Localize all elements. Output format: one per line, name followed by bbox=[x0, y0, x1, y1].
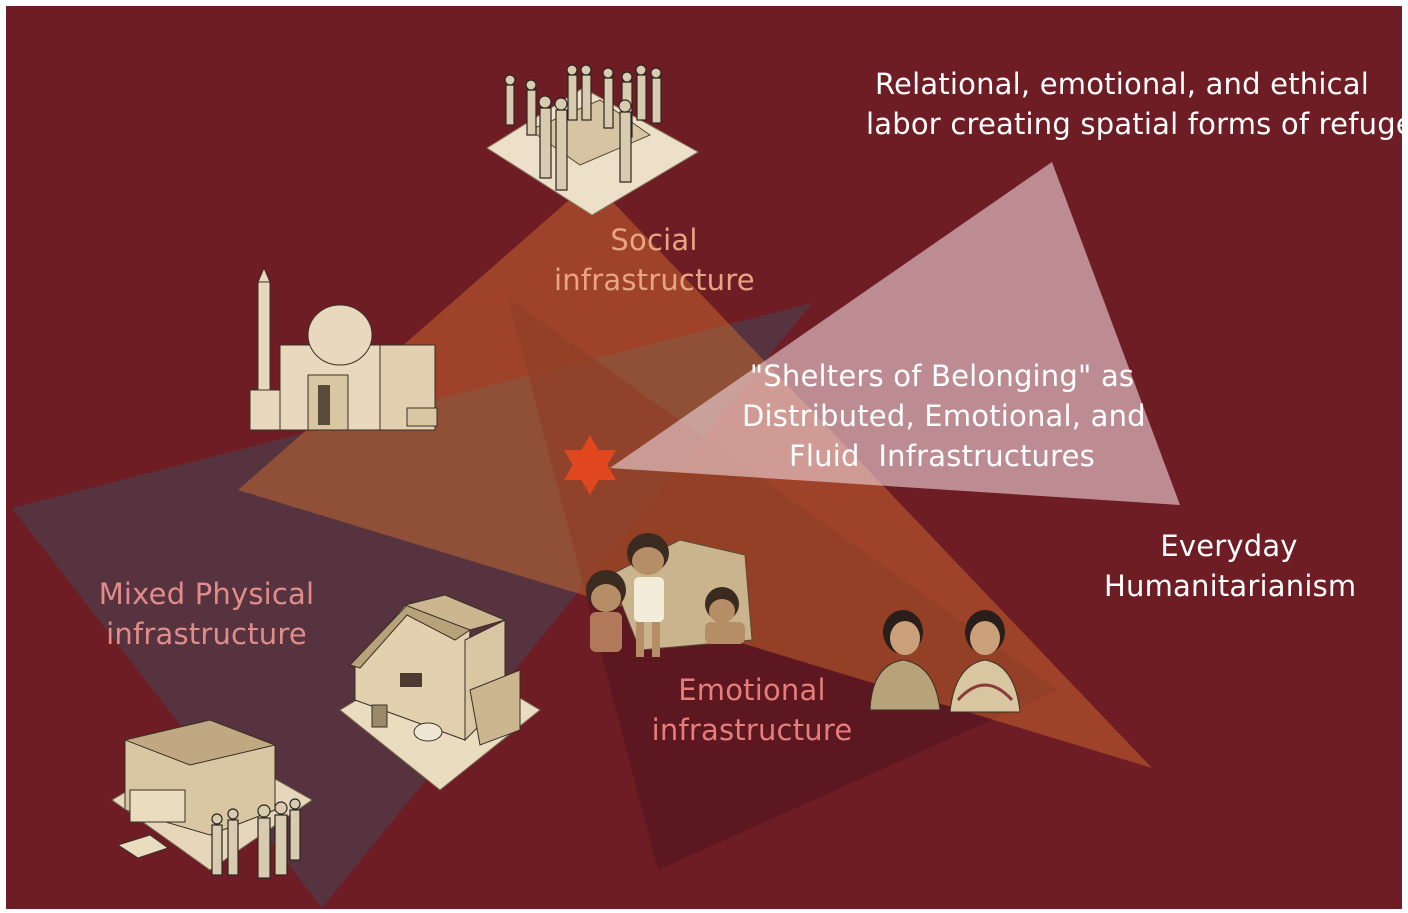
triangles-layer bbox=[12, 64, 1180, 908]
shelters-label-line1: "Shelters of Belonging" as bbox=[749, 359, 1135, 393]
social-infrastructure-label: Social infrastructure bbox=[554, 220, 755, 300]
mixed-physical-infrastructure-label: Mixed Physical infrastructure bbox=[94, 574, 319, 654]
emotional-triangle bbox=[508, 298, 1058, 870]
mixed-label-line1: Mixed Physical bbox=[98, 577, 315, 611]
emotional-label-line2: infrastructure bbox=[651, 713, 853, 747]
house-illustration bbox=[339, 594, 541, 791]
emotional-label-line1: Emotional bbox=[678, 673, 826, 707]
shelters-label-line3: Fluid Infrastructures bbox=[789, 439, 1095, 473]
shop-illustration bbox=[111, 719, 313, 879]
shelters-of-belonging-label: "Shelters of Belonging" as Distributed, … bbox=[742, 356, 1146, 476]
relational-label: Relational, emotional, and ethical labor… bbox=[866, 64, 1402, 144]
star-icon bbox=[564, 435, 616, 495]
children-illustration bbox=[586, 533, 753, 657]
women-illustration bbox=[869, 610, 1021, 713]
mixed-label-line2: infrastructure bbox=[106, 617, 307, 651]
relational-label-line1: Relational, emotional, and ethical bbox=[875, 67, 1369, 101]
relational-triangle bbox=[610, 162, 1180, 505]
emotional-infrastructure-label: Emotional infrastructure bbox=[648, 670, 856, 750]
group-meeting-illustration bbox=[486, 64, 700, 216]
everyday-label-line1: Everyday bbox=[1160, 529, 1298, 563]
social-label-line1: Social bbox=[610, 223, 698, 257]
everyday-humanitarianism-label: Everyday Humanitarianism bbox=[1104, 526, 1357, 606]
everyday-label-line2: Humanitarianism bbox=[1104, 569, 1357, 603]
social-label-line2: infrastructure bbox=[554, 263, 755, 297]
diagram-canvas: Relational, emotional, and ethical labor… bbox=[6, 6, 1402, 909]
social-triangle bbox=[238, 180, 1152, 768]
mosque-illustration bbox=[249, 266, 438, 431]
relational-label-line2: labor creating spatial forms of refuge bbox=[866, 107, 1402, 141]
shelters-label-line2: Distributed, Emotional, and bbox=[742, 399, 1146, 433]
